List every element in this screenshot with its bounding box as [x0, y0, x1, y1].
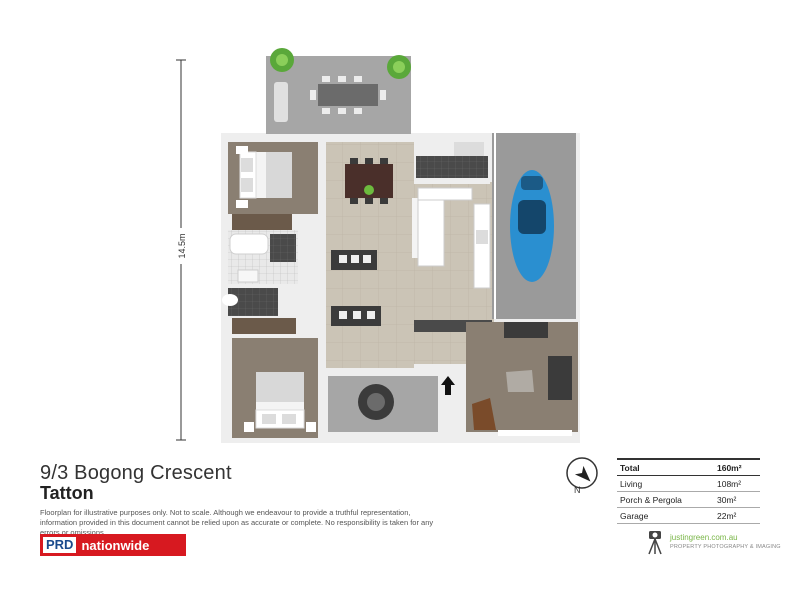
- area-value: 30m²: [714, 491, 760, 508]
- logo-nationwide: nationwide: [81, 537, 150, 553]
- area-value: 22m²: [714, 507, 760, 524]
- garage: [492, 133, 576, 319]
- photographer-url: justingreen.com.au: [670, 533, 738, 542]
- dimension-label: 14.5m: [177, 233, 187, 258]
- area-label: Garage: [617, 507, 714, 524]
- area-label: Total: [617, 458, 714, 476]
- compass-north-label: N: [574, 485, 581, 495]
- prd-nationwide-logo: PRD nationwide: [40, 534, 186, 556]
- area-value: 160m²: [714, 458, 760, 476]
- area-row: Living 108m²: [617, 475, 760, 492]
- logo-prd: PRD: [43, 537, 77, 553]
- family-room: [466, 322, 578, 436]
- address-street: 9/3 Bogong Crescent: [40, 462, 232, 484]
- photographer-tagline: PROPERTY PHOTOGRAPHY & IMAGING: [670, 544, 781, 550]
- bedroom-1: [228, 142, 318, 214]
- entry-arrow-icon: [441, 376, 455, 395]
- area-value: 108m²: [714, 475, 760, 492]
- dimension-line: 14.5m: [174, 59, 188, 441]
- area-table: Total 160m² Living 108m² Porch & Pergola…: [617, 458, 760, 524]
- car-icon: [510, 170, 554, 282]
- address-suburb: Tatton: [40, 483, 94, 503]
- porch: [328, 320, 492, 432]
- disclaimer-text: Floorplan for illustrative purposes only…: [40, 508, 434, 537]
- bathroom: [222, 230, 298, 316]
- area-label: Porch & Pergola: [617, 491, 714, 508]
- area-row: Porch & Pergola 30m²: [617, 491, 760, 508]
- kitchen: [414, 140, 491, 289]
- camera-tripod-icon: [648, 531, 662, 555]
- area-row: Garage 22m²: [617, 507, 760, 524]
- compass-icon: [566, 457, 598, 489]
- floor-plan: 14.5m: [174, 48, 580, 443]
- pergola: [266, 48, 411, 134]
- area-label: Living: [617, 475, 714, 492]
- area-total-row: Total 160m²: [617, 458, 760, 476]
- bedroom-2: [232, 338, 318, 438]
